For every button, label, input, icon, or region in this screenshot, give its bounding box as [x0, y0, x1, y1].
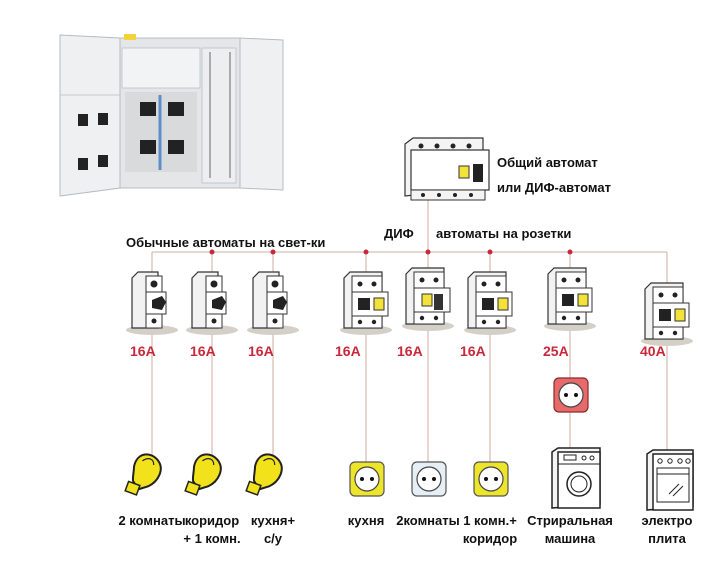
dif-breaker: [402, 267, 454, 331]
load-caption: Стриральная машина: [510, 512, 630, 548]
light-bulb-icon: [124, 453, 162, 496]
lighting-group-label: Обычные автоматы на свет-ки: [126, 235, 326, 250]
main-breaker: [404, 137, 490, 201]
main-breaker-label-line2: или ДИФ-автомат: [497, 180, 611, 195]
electric-stove-icon: [646, 449, 694, 511]
circuit-breaker: [186, 271, 238, 335]
load-caption-line: плита: [648, 531, 686, 546]
load-caption-line: 2комнаты: [396, 513, 460, 528]
bus-junction-dot: [209, 249, 215, 255]
breaker-rating-label: 16A: [130, 343, 156, 359]
bus-junction-dot: [270, 249, 276, 255]
breaker-rating-label: 40A: [640, 343, 666, 359]
light-bulb-icon: [245, 453, 283, 496]
sockets-group-label: автоматы на розетки: [436, 226, 572, 241]
washing-machine-icon: [551, 447, 601, 509]
load-caption: коридор + 1 комн.: [152, 512, 272, 548]
dif-label: ДИФ: [384, 226, 414, 241]
load-caption-line: кухня: [347, 513, 385, 528]
dif-breaker: [641, 282, 693, 346]
load-caption-line: коридор: [184, 513, 240, 528]
socket-white-icon: [411, 461, 447, 497]
distribution-cabinet-image: [59, 34, 284, 197]
load-caption-line: электро: [641, 513, 693, 528]
bus-junction-dot: [567, 249, 573, 255]
dif-breaker: [464, 271, 516, 335]
bus-junction-dot: [425, 249, 431, 255]
light-bulb-icon: [184, 453, 222, 496]
main-breaker-label-line1: Общий автомат: [497, 155, 598, 170]
load-caption-line: с/у: [263, 531, 283, 546]
breaker-rating-label: 16A: [248, 343, 274, 359]
socket-yellow-icon: [349, 461, 385, 497]
breaker-rating-label: 16A: [397, 343, 423, 359]
dif-breaker: [340, 271, 392, 335]
load-caption: кухня: [306, 512, 426, 530]
breaker-rating-label: 16A: [335, 343, 361, 359]
bus-junction-dot: [487, 249, 493, 255]
bus-junction-dot: [363, 249, 369, 255]
breaker-rating-label: 25A: [543, 343, 569, 359]
circuit-breaker: [247, 271, 299, 335]
load-caption: кухня+ с/у: [213, 512, 333, 548]
load-caption-line: 1 комн.+: [463, 513, 517, 528]
load-caption-line: коридор: [462, 531, 518, 546]
load-caption-line: Стриральная: [527, 513, 613, 528]
socket-red-icon: [553, 377, 589, 413]
load-caption: 1 комн.+ коридор: [430, 512, 550, 548]
load-caption: 2комнаты: [368, 512, 488, 530]
load-caption-line: кухня+: [250, 513, 296, 528]
load-caption-line: машина: [544, 531, 596, 546]
socket-yellow-icon: [473, 461, 509, 497]
breaker-rating-label: 16A: [460, 343, 486, 359]
load-caption-line: + 1 комн.: [183, 531, 241, 546]
breaker-rating-label: 16A: [190, 343, 216, 359]
load-caption: электро плита: [607, 512, 725, 548]
circuit-breaker: [126, 271, 178, 335]
load-caption-line: 2 комнаты: [118, 513, 186, 528]
load-caption: 2 комнаты: [92, 512, 212, 530]
dif-breaker: [544, 267, 596, 331]
